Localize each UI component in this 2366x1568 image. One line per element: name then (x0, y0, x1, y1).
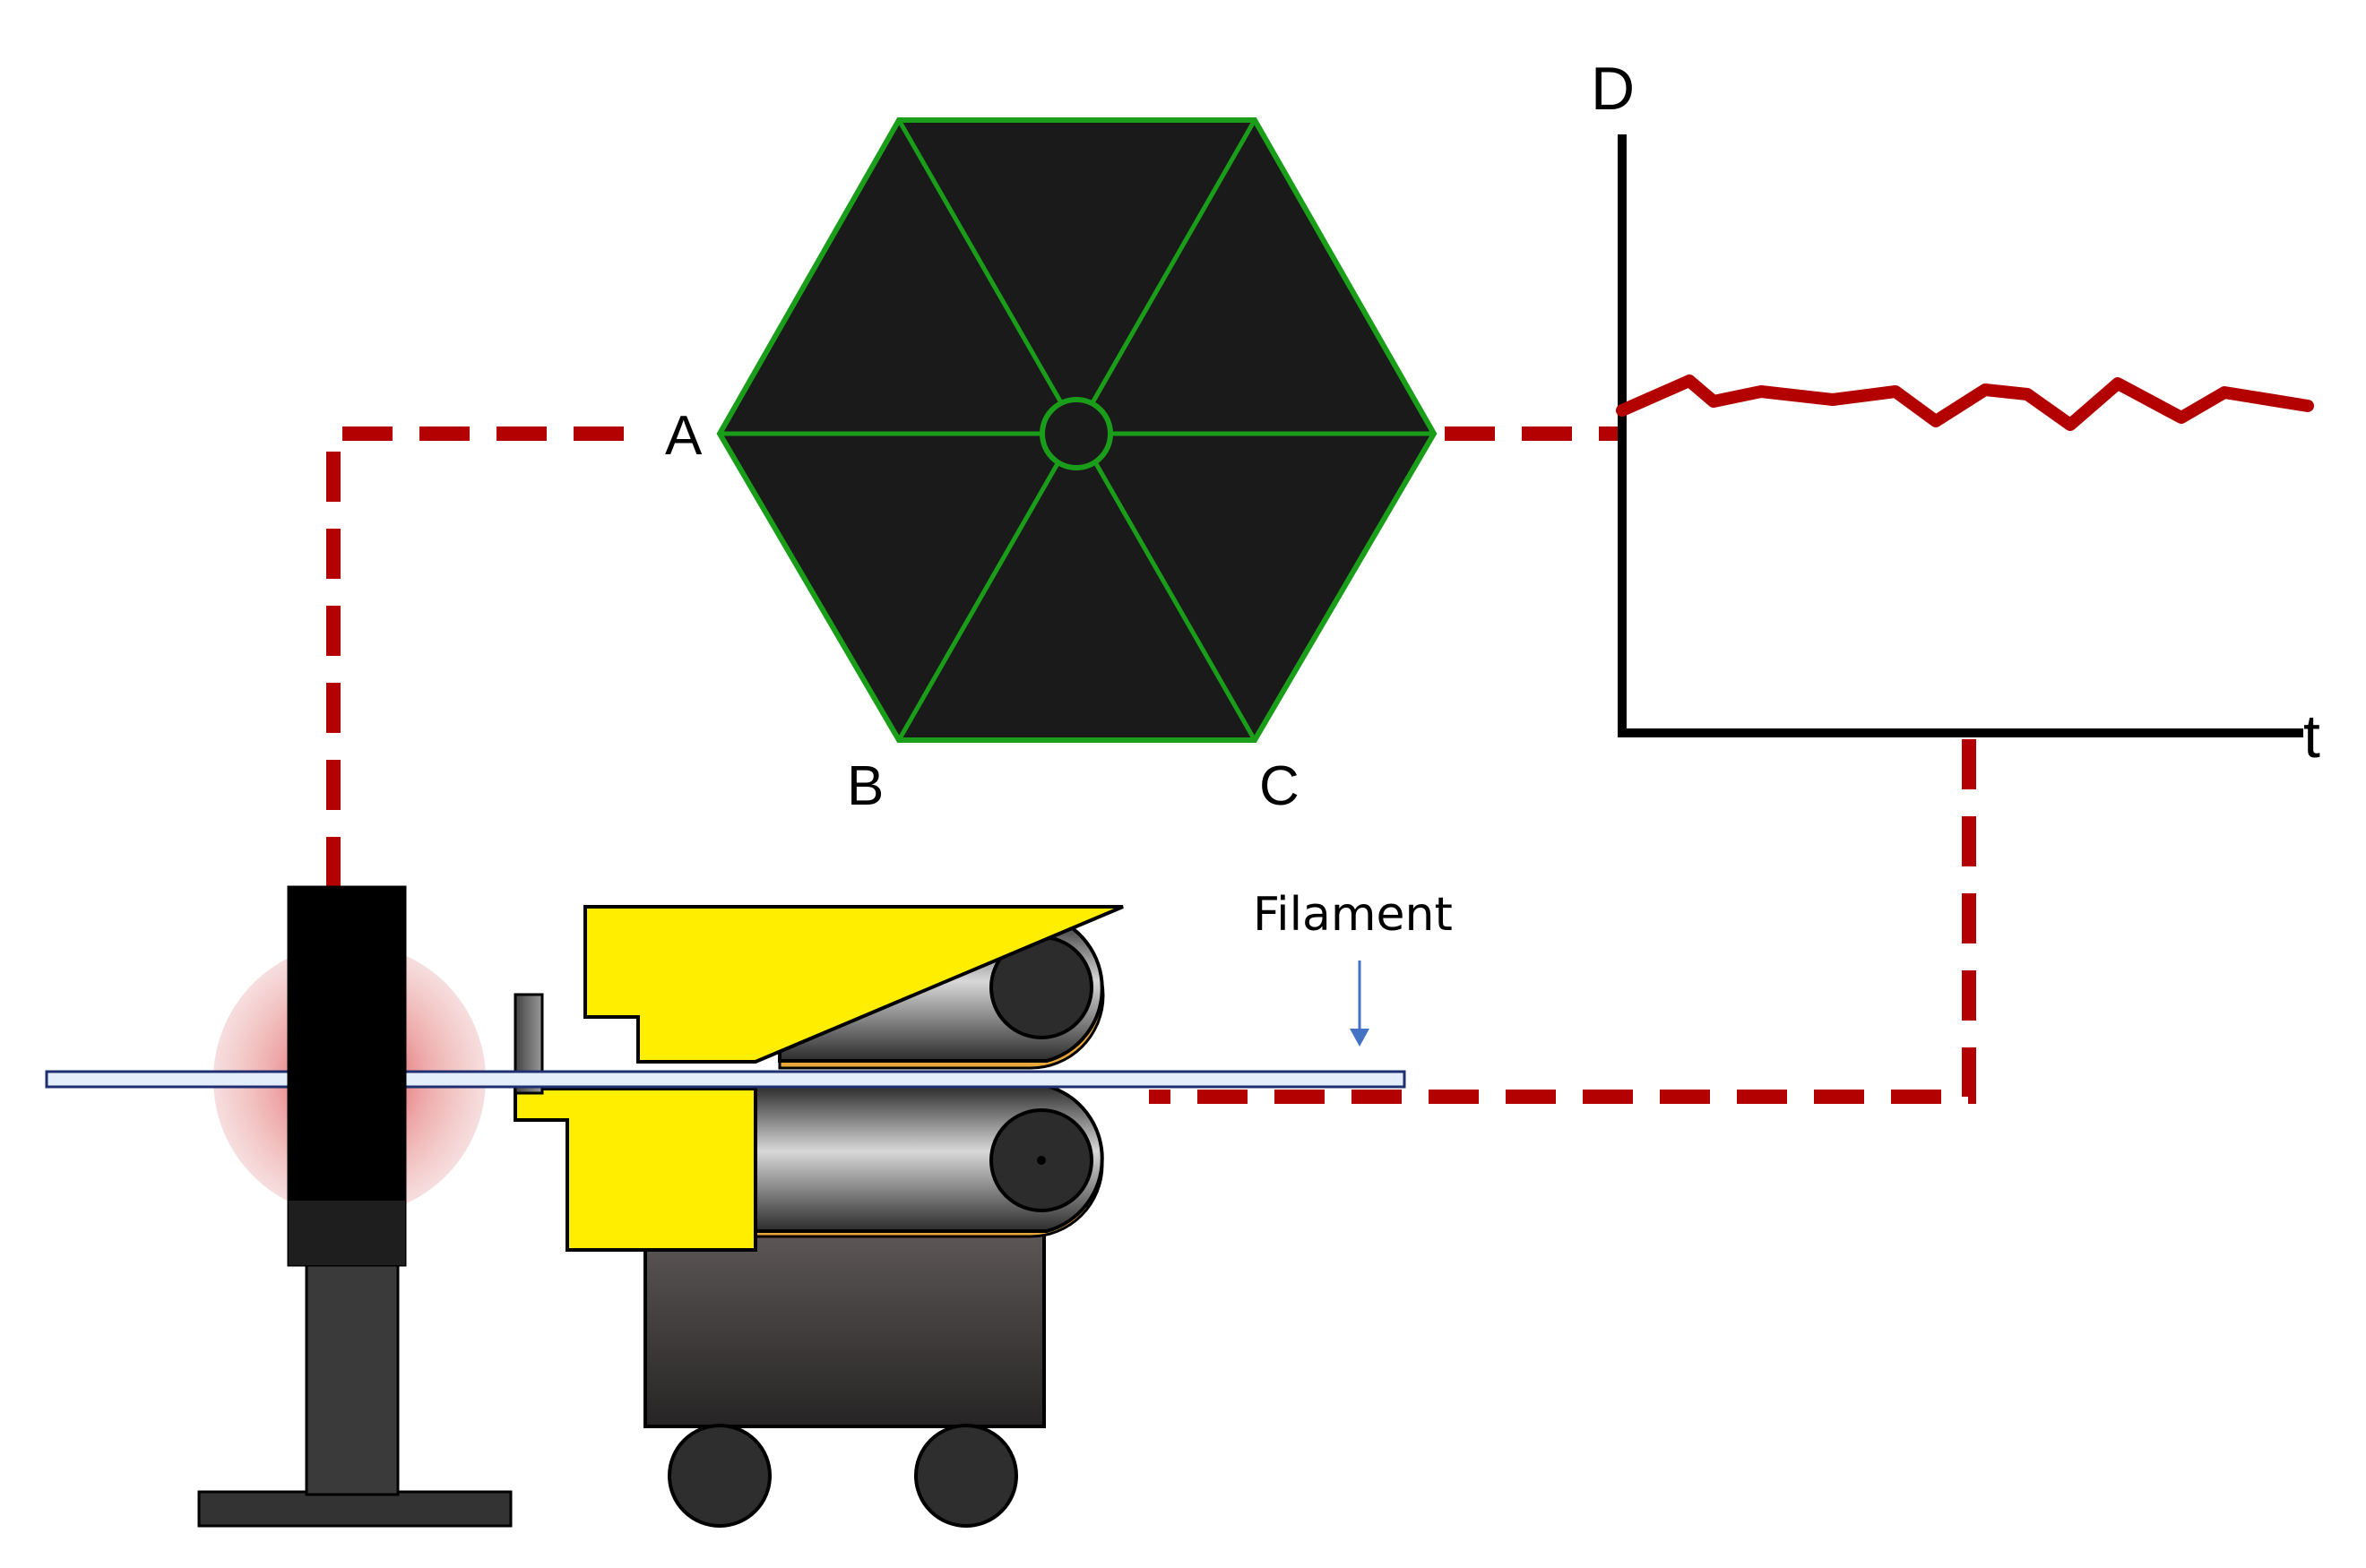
sensor-to-controller-signal (326, 426, 650, 887)
lower-roller-hub (1037, 1156, 1046, 1165)
filament-label: Filament (1253, 888, 1453, 942)
hexagon-controller-icon (716, 117, 1438, 743)
vertex-label-c: C (1259, 755, 1300, 817)
lower-housing (514, 1087, 757, 1252)
sensor-head-lower (289, 1201, 405, 1265)
plot-x-axis-label: t (2303, 702, 2320, 771)
plot-y-axis-label: D (1591, 55, 1635, 123)
sensor-base-plate (197, 1490, 513, 1528)
filament (45, 1070, 1406, 1089)
vertex-label-b: B (847, 755, 884, 817)
diameter-time-plot: D t (1591, 55, 2320, 771)
sensor-post (305, 1262, 400, 1496)
belt-puller-icon (514, 905, 1124, 1528)
diameter-trace (1616, 375, 2314, 431)
upper-housing (583, 905, 1124, 1064)
puller-cart (643, 1226, 1046, 1428)
puller-wheel-right (914, 1424, 1018, 1528)
hexagon-hub (1040, 397, 1113, 470)
plot-to-puller-signal (1149, 739, 1976, 1104)
puller-wheel-left (668, 1424, 772, 1528)
signal-paths (326, 426, 1976, 1104)
vertex-label-a: A (665, 405, 703, 467)
filament-pointer-arrow (1350, 961, 1369, 1047)
